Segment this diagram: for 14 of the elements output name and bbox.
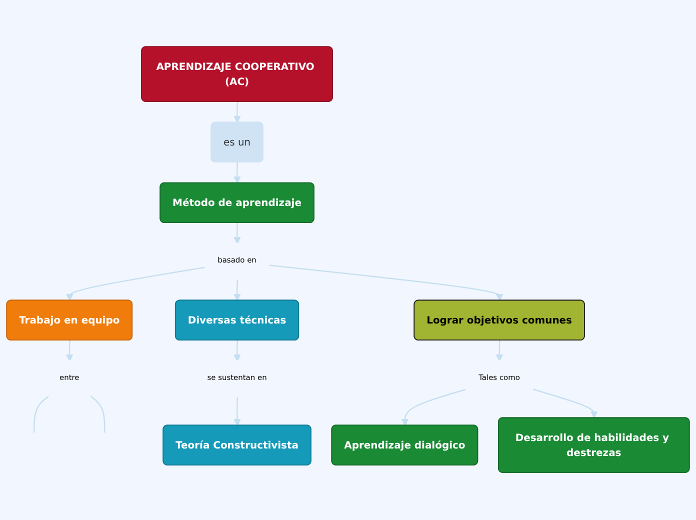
arrow [234,223,241,245]
arrow [496,340,504,362]
arrow [234,340,241,362]
arrow [401,389,467,426]
arrow [234,398,241,426]
arrow [269,265,504,302]
arrow [234,102,241,124]
connector [34,396,50,434]
arrow [234,162,241,184]
arrow [532,389,598,419]
connector [90,396,106,434]
arrow [234,280,241,302]
arrow [66,267,206,302]
arrow [66,340,74,362]
